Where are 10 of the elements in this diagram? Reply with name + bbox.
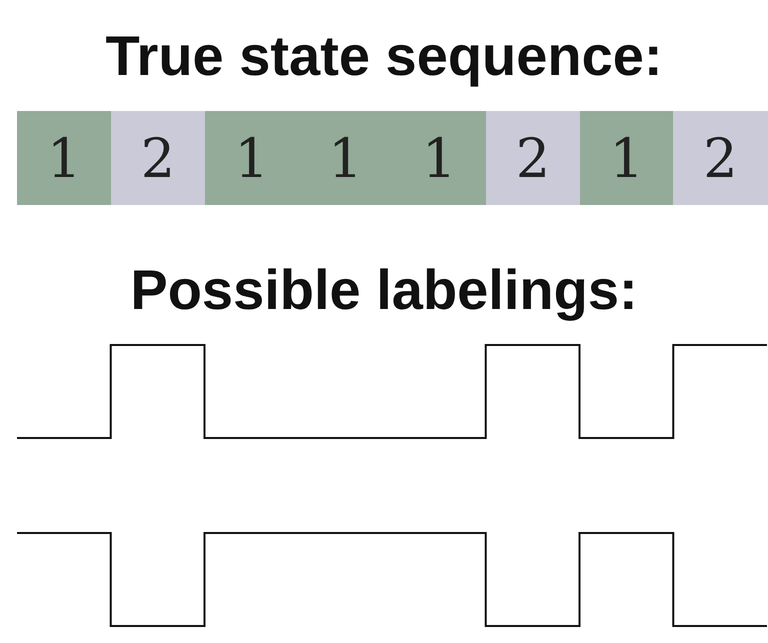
state-cell: 2 — [673, 111, 768, 205]
title: True state sequence: — [104, 24, 664, 88]
state-cell: 1 — [204, 111, 299, 205]
state-cell: 1 — [580, 111, 674, 205]
state-cell: 1 — [392, 111, 486, 205]
state-cell: 1 — [298, 111, 392, 205]
state-cell: 1 — [17, 111, 112, 205]
state-cell: 2 — [486, 111, 580, 205]
state-cell: 2 — [110, 111, 205, 205]
heading: Possible labelings: — [129, 258, 639, 322]
